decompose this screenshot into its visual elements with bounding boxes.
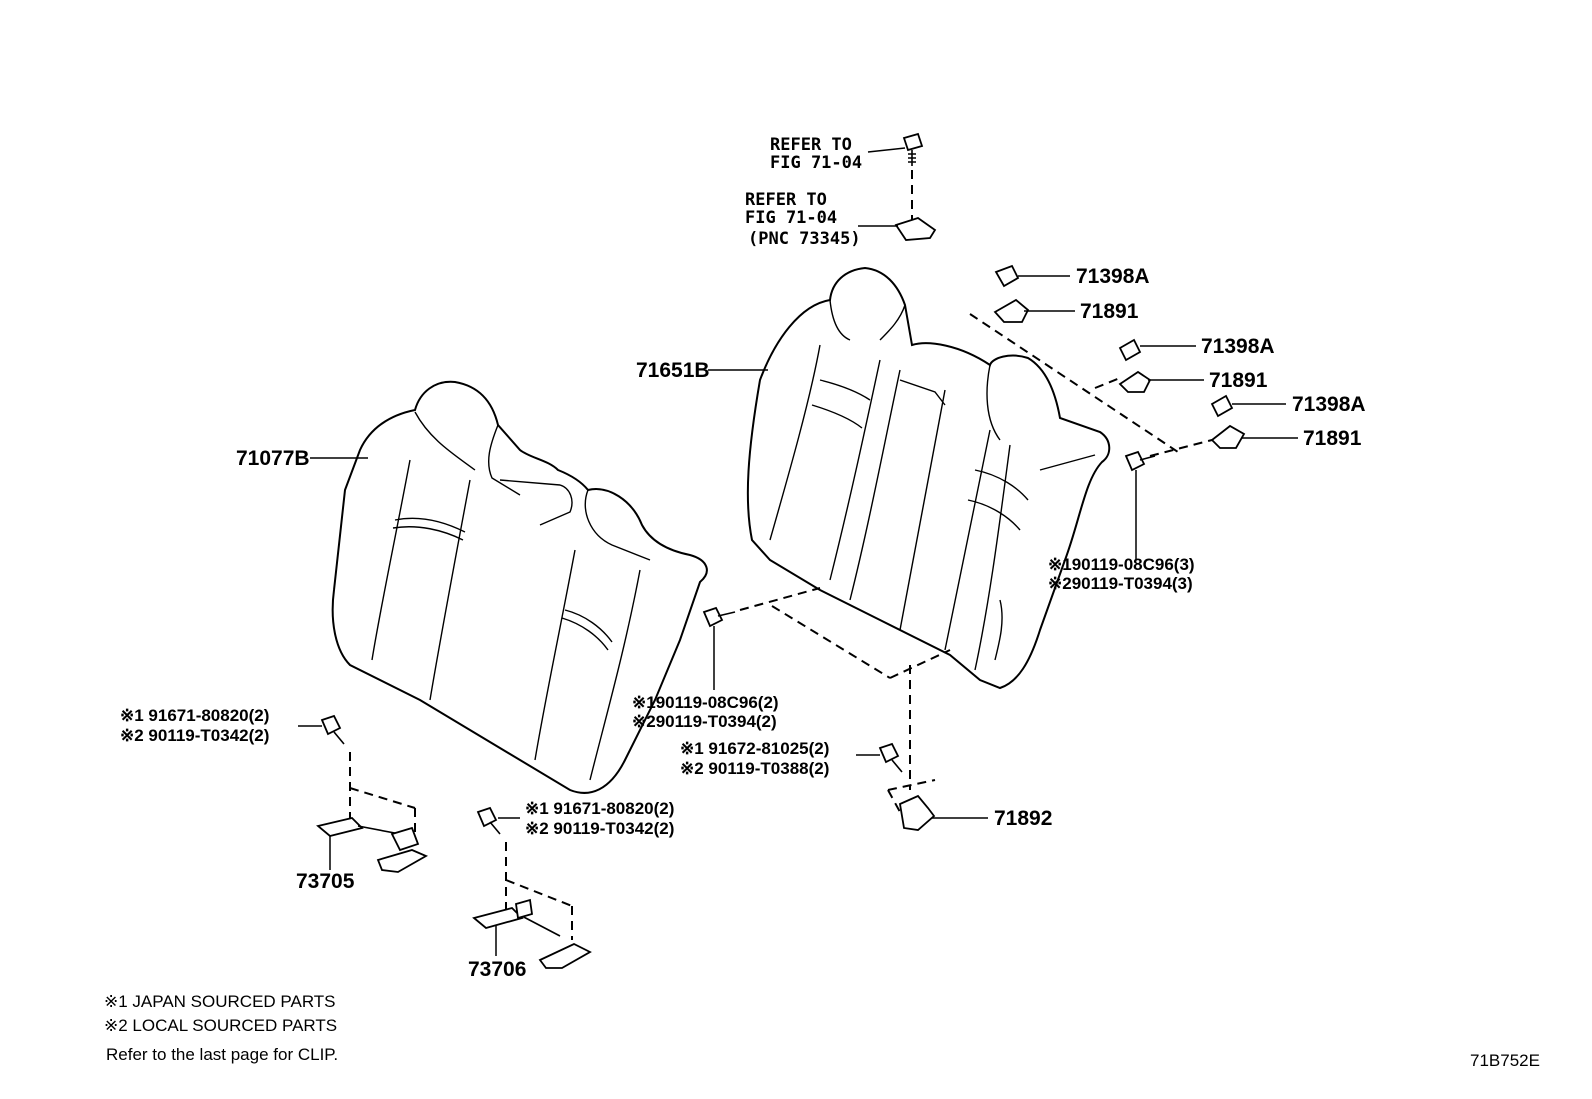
hinge-73705	[316, 817, 429, 873]
refer-mid-line1: REFER TO	[745, 190, 827, 210]
clip-71398a-3	[1210, 394, 1234, 418]
refer-mid-pnc: (PNC 73345)	[748, 229, 861, 249]
part-number-71891-3: 71891	[1303, 427, 1362, 450]
bolt-callout-center-lower-1: ※1 91672-81025(2)	[680, 739, 829, 758]
bolt-right-upper	[1124, 450, 1156, 472]
clip-71398a-2	[1118, 338, 1142, 362]
note-japan-sourced: ※1 JAPAN SOURCED PARTS	[104, 992, 336, 1011]
bolt-callout-right-upper-2: ※290119-T0394(3)	[1048, 574, 1193, 593]
bolt-left	[320, 714, 345, 745]
hinge-73706	[472, 898, 592, 969]
seat-back-assembly-71651b	[746, 266, 1111, 690]
bolt-center	[702, 606, 736, 628]
refer-mid-line2: FIG 71-04	[745, 208, 837, 228]
part-number-71077b: 71077B	[236, 447, 310, 470]
clip-71891-1	[993, 298, 1030, 323]
bolt-callout-center-lower-2: ※2 90119-T0388(2)	[680, 759, 829, 778]
part-number-71891-1: 71891	[1080, 300, 1139, 323]
bolt-callout-mid-left-1: ※1 91671-80820(2)	[525, 799, 674, 818]
seat-back-assembly-71077b	[331, 380, 708, 794]
bracket-71892	[898, 794, 936, 831]
clip-71398a-1	[994, 264, 1020, 288]
bolt-center-lower	[878, 742, 903, 773]
part-number-71398a-3: 71398A	[1292, 393, 1366, 416]
refer-top-line1: REFER TO	[770, 135, 852, 155]
bolt-callout-left-2: ※2 90119-T0342(2)	[120, 726, 269, 745]
figure-code: 71B752E	[1470, 1051, 1540, 1070]
refer-top-line2: FIG 71-04	[770, 153, 862, 173]
part-number-71398a-2: 71398A	[1201, 335, 1275, 358]
note-local-sourced: ※2 LOCAL SOURCED PARTS	[104, 1016, 337, 1035]
clip-71891-2	[1118, 370, 1152, 393]
bolt-callout-center-1: ※190119-08C96(2)	[632, 693, 779, 712]
bolt-callout-center-2: ※290119-T0394(2)	[632, 712, 777, 731]
part-number-73705: 73705	[296, 870, 355, 893]
bolt-callout-right-upper-1: ※190119-08C96(3)	[1048, 555, 1195, 574]
refer-mid-clip	[894, 217, 937, 241]
clip-71891-3	[1210, 424, 1246, 449]
part-number-71892: 71892	[994, 807, 1052, 830]
part-number-71651b: 71651B	[636, 359, 710, 382]
bolt-callout-left-1: ※1 91671-80820(2)	[120, 706, 269, 725]
note-clip-reference: Refer to the last page for CLIP.	[106, 1045, 338, 1064]
part-number-73706: 73706	[468, 958, 526, 981]
part-number-71891-2: 71891	[1209, 369, 1268, 392]
part-number-71398a-1: 71398A	[1076, 265, 1150, 288]
bolt-callout-mid-left-2: ※2 90119-T0342(2)	[525, 819, 674, 838]
refer-top-screw	[902, 132, 924, 166]
bolt-mid-left	[476, 806, 501, 835]
